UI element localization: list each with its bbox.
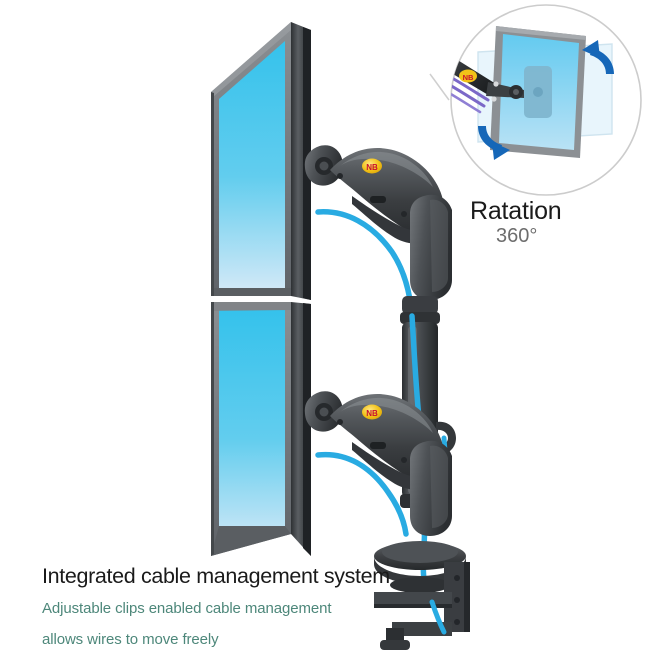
caption-headline: Integrated cable management system (42, 564, 390, 588)
upper-monitor (211, 22, 311, 300)
lower-arm-lower-cover (352, 442, 428, 490)
cable-lower-segment (315, 451, 409, 537)
cable-base-tail (429, 599, 447, 635)
upper-monitor-bottom-bezel (211, 288, 291, 296)
caption-group: Integrated cable management system Adjus… (42, 563, 462, 653)
upper-gas-spring-arm: NB (304, 145, 452, 300)
upper-arm-cable-slot (370, 196, 386, 203)
lower-arm-highlight (340, 397, 433, 433)
rotation-label-group: Ratation 360° (470, 198, 630, 249)
clamp-knob (380, 640, 410, 650)
cable-upper-segment (315, 209, 415, 319)
upper-monitor-bezel-highlight (211, 22, 291, 97)
caption-line-2: allows wires to move freely (42, 630, 219, 648)
base-disc-rim (374, 556, 466, 584)
clamp-lower-jaw (392, 622, 452, 636)
desk-c-clamp-base (374, 541, 470, 650)
lower-gas-spring-arm: NB (304, 391, 452, 536)
inset-cable-c (451, 88, 482, 114)
lower-arm-screw-b (401, 457, 407, 463)
caption-line-1: Adjustable clips enabled cable managemen… (42, 599, 332, 617)
inset-contents: NB (451, 26, 614, 160)
nb-badge-upper-text: NB (366, 163, 378, 172)
upper-arm-screw-a (337, 173, 343, 179)
inset-vesa-hub (533, 87, 543, 97)
base-collar (390, 577, 450, 593)
clamp-screw-c (454, 619, 460, 625)
lower-monitor-back-edge (303, 303, 311, 556)
lower-arm-tilt-pivot-inner (319, 407, 329, 417)
inset-rotation-arrow-bottom (478, 126, 510, 160)
lower-arm-cable-slot (370, 442, 386, 449)
clamp-screw-a (454, 575, 460, 581)
nb-badge-lower (362, 404, 382, 420)
lower-monitor-top-bezel (211, 302, 291, 311)
lower-arm-screw-a (337, 419, 343, 425)
upper-monitor-left-edge (211, 92, 214, 296)
rotation-value: 360° (496, 225, 538, 248)
lower-monitor-bottom-bezel (211, 526, 291, 556)
inset-arm-screw-a (493, 81, 499, 87)
upper-monitor-screen (219, 41, 285, 288)
nb-badge-inset (459, 69, 477, 83)
lower-monitor-left-edge (211, 302, 214, 556)
nb-badge-lower-text: NB (366, 409, 378, 418)
base-disc-inner (382, 541, 458, 563)
lower-monitor (211, 302, 311, 556)
upper-arm-tilt-pivot-inner (319, 161, 329, 171)
inset-arm-screw-b (491, 96, 497, 102)
rotation-title: Ratation (470, 197, 562, 225)
nb-badge-inset-text: NB (463, 73, 474, 82)
inset-leader-line (429, 73, 450, 101)
upper-arm-screw-b (401, 211, 407, 217)
nb-badge-upper (362, 158, 382, 174)
lower-arm-coupler-highlight (430, 445, 448, 528)
clamp-screw-b (454, 597, 460, 603)
lower-monitor-screen (219, 310, 285, 544)
upper-arm-coupler-highlight (430, 199, 448, 292)
inset-rotation-arrow-top (582, 40, 614, 74)
inset-arm-body (451, 44, 496, 96)
inset-arm-pivot-inner (513, 89, 519, 95)
inset-cable-a (451, 76, 490, 102)
upper-arm-highlight (340, 151, 433, 187)
upper-arm-lower-cover (352, 196, 428, 244)
pole-top-collar (402, 296, 438, 314)
inset-monitor-frame-highlight (496, 26, 586, 40)
clamp-back-plate-shade (464, 562, 470, 632)
